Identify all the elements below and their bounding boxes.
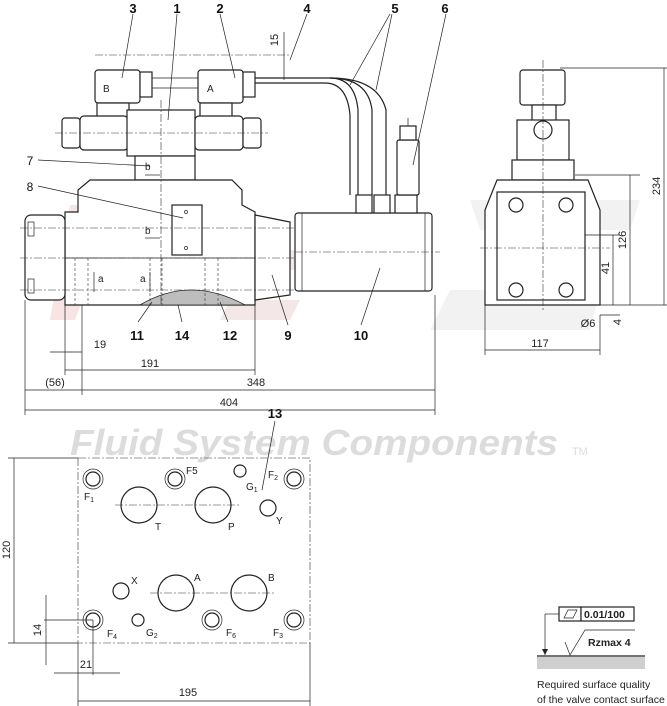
- port-b: [230, 574, 268, 612]
- front-dimensions: 15 19 191 (56) 348 404: [24, 32, 436, 415]
- callout-3: 3: [129, 1, 136, 16]
- dim-56: (56): [45, 377, 65, 389]
- mounting-pattern: T P A B Y X F5 F1 F2 G1 F4 G2 F6 F3 120 …: [1, 420, 311, 706]
- dim-15: 15: [269, 34, 281, 46]
- surface-note-line2: of the valve contact surface: [537, 694, 665, 706]
- callout-1: 1: [173, 1, 180, 16]
- label-f2: F: [268, 470, 274, 481]
- transducer-housing: [294, 194, 440, 292]
- dim-348: 348: [247, 377, 265, 389]
- port-t: [120, 486, 158, 524]
- svg-text:F2: F2: [268, 470, 278, 482]
- main-valve-body: b b a a: [20, 100, 300, 306]
- watermark-tm: TM: [572, 446, 588, 458]
- callout-12: 12: [223, 328, 237, 343]
- dim-117: 117: [531, 338, 549, 350]
- port-x: [112, 582, 130, 600]
- label-p: P: [228, 522, 235, 533]
- section-mark-b-top: b: [145, 162, 151, 173]
- pin-g2: [131, 613, 145, 627]
- label-t: T: [155, 522, 161, 533]
- callout-4: 4: [303, 1, 311, 16]
- pilot-valve: [55, 109, 268, 181]
- label-b: B: [268, 573, 275, 584]
- label-f6: F: [226, 628, 232, 639]
- callout-leaders: [37, 13, 447, 326]
- dim-120: 120: [1, 541, 13, 559]
- port-labels: T P A B Y X F5 F1 F2 G1 F4 G2 F6 F3: [84, 466, 283, 641]
- cables: [255, 77, 387, 195]
- callout-2: 2: [216, 1, 223, 16]
- svg-text:F1: F1: [84, 492, 94, 504]
- label-a: A: [194, 573, 201, 584]
- dim-diameter-6: Ø6: [581, 318, 596, 330]
- svg-text:F4: F4: [107, 629, 117, 641]
- label-f5: F5: [186, 466, 198, 477]
- plate-dimensions: 120 14 21 195: [1, 457, 311, 706]
- svg-text:G2: G2: [146, 628, 158, 640]
- dim-234: 234: [651, 177, 663, 195]
- port-y: [259, 499, 277, 517]
- bolt-holes: [82, 468, 305, 631]
- pin-g1: [233, 464, 247, 478]
- connector-a: A: [197, 69, 256, 122]
- dim-195: 195: [179, 687, 197, 699]
- dim-126: 126: [617, 231, 629, 249]
- callout-11: 11: [130, 328, 144, 343]
- callout-7: 7: [27, 154, 34, 168]
- section-mark-a-right: a: [140, 274, 146, 285]
- port-p: [194, 486, 232, 524]
- roughness-value: Rzmax 4: [588, 637, 631, 649]
- surface-quality-symbol: 0.01/100 Rzmax 4 Required surface qualit…: [537, 606, 665, 706]
- callout-13: 13: [268, 406, 282, 421]
- label-f3: F: [273, 628, 279, 639]
- callout-6: 6: [441, 1, 448, 16]
- flatness-tolerance: 0.01/100: [584, 609, 625, 621]
- solenoid-label-a: A: [207, 84, 214, 95]
- dim-21: 21: [80, 659, 92, 671]
- callout-10: 10: [354, 328, 368, 343]
- label-y: Y: [276, 516, 283, 527]
- dim-191: 191: [141, 358, 159, 370]
- watermark-text: Fluid System Components: [70, 422, 558, 463]
- plug-connector: [396, 118, 420, 196]
- callout-9: 9: [284, 328, 291, 343]
- label-f4: F: [107, 629, 113, 640]
- dim-19: 19: [94, 339, 106, 351]
- section-mark-b-lower: b: [145, 226, 151, 237]
- label-g2: G: [146, 628, 154, 639]
- dim-404: 404: [220, 397, 238, 409]
- callout-14: 14: [175, 328, 190, 343]
- label-f1: F: [84, 492, 90, 503]
- callout-5: 5: [391, 1, 398, 16]
- front-view: B A: [20, 1, 449, 421]
- label-g1: G: [246, 482, 254, 493]
- svg-text:F3: F3: [273, 628, 283, 640]
- side-view: 234 126 41 4 Ø6 117: [480, 60, 667, 355]
- dim-4: 4: [612, 319, 624, 325]
- section-mark-a-left: a: [98, 274, 104, 285]
- svg-text:G1: G1: [246, 482, 258, 494]
- dim-14: 14: [32, 624, 44, 636]
- dim-41: 41: [600, 262, 612, 274]
- port-holes: [82, 464, 305, 631]
- port-a: [157, 574, 195, 612]
- label-x: X: [131, 576, 138, 587]
- callout-8: 8: [27, 180, 34, 194]
- surface-note-line1: Required surface quality: [537, 679, 651, 691]
- svg-text:F6: F6: [226, 628, 236, 640]
- solenoid-label-b: B: [103, 84, 110, 95]
